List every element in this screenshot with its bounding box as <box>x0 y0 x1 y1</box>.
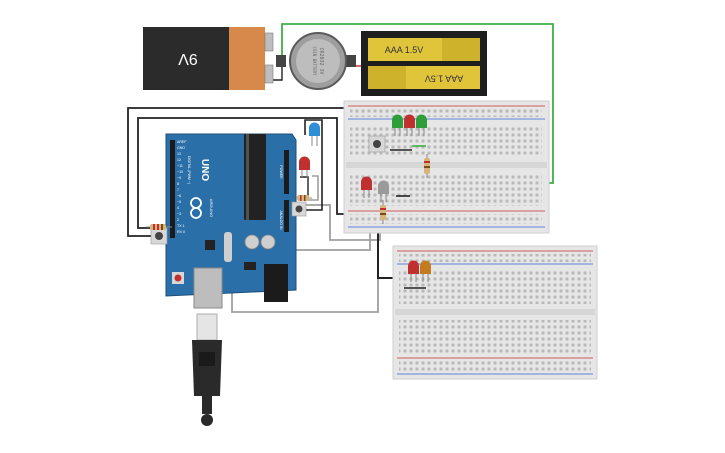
breadboard-upper[interactable] <box>343 100 550 234</box>
pin-label: 2 <box>177 218 179 222</box>
resistor-2[interactable] <box>296 195 312 201</box>
pin-label: RX 0 <box>177 230 185 234</box>
push-button-1[interactable] <box>150 227 168 245</box>
arduino-brand: ARDUINO <box>209 199 214 217</box>
pin-label: GND <box>177 146 185 150</box>
analog-header-label: ANALOG IN <box>279 210 283 230</box>
usb-port[interactable] <box>193 267 223 309</box>
pin-label: AREF <box>177 140 187 144</box>
pin-label: ~11 <box>177 164 183 168</box>
pin-label: 8 <box>177 182 179 186</box>
regulator <box>205 240 215 250</box>
led-red-4[interactable] <box>408 260 419 283</box>
aaa-cell-top-label: AAA 1.5V <box>385 45 424 55</box>
coin-cell-battery[interactable]: CR2032 3V COIN BATTERY <box>276 32 356 90</box>
coin-cell-label-2: COIN BATTERY <box>312 47 317 76</box>
black-wire-inner[interactable] <box>137 117 366 229</box>
battery-9v[interactable]: 9V <box>143 27 274 90</box>
pin-label: TX 1 <box>177 224 185 228</box>
crystal <box>224 232 232 262</box>
pin-label: 7 <box>177 188 179 192</box>
pin-label: ~10 <box>177 170 183 174</box>
capacitor-2 <box>260 234 276 250</box>
black-wire-led-red[interactable] <box>300 176 309 196</box>
aaa-cell-bottom-label: AAA 1.5V <box>425 74 464 84</box>
battery-9v-label: 9V <box>178 50 198 67</box>
pin-label: ~6 <box>177 194 181 198</box>
pin-label: 13 <box>177 152 181 156</box>
digital-header[interactable] <box>170 140 175 238</box>
arduino-logo-icon <box>190 197 202 219</box>
black-wire-btn[interactable] <box>300 119 323 211</box>
pin-label: ~9 <box>177 176 181 180</box>
led-blue[interactable] <box>309 122 320 147</box>
power-header[interactable] <box>284 150 289 194</box>
usb-cable[interactable] <box>192 313 222 426</box>
atmega-chip <box>244 134 266 220</box>
arduino-model: UNO <box>199 159 210 181</box>
breadboard-lower[interactable] <box>392 245 598 380</box>
power-header-label: POWER <box>279 165 283 179</box>
push-button-3[interactable] <box>368 135 386 153</box>
digital-header-label: DIGITAL (PWM ~) <box>187 156 191 184</box>
chip-small <box>244 262 256 270</box>
capacitor <box>244 234 260 250</box>
pin-label: ~5 <box>177 200 181 204</box>
resistor-1[interactable] <box>146 224 172 230</box>
resistor-4[interactable] <box>380 200 386 224</box>
pin-label: ~3 <box>177 212 181 216</box>
led-red-1[interactable] <box>404 114 415 137</box>
analog-header[interactable] <box>284 200 289 232</box>
push-button-2[interactable] <box>291 201 307 217</box>
led-green-1[interactable] <box>392 114 403 137</box>
arduino-uno-board[interactable]: UNO ARDUINO DIGITAL (PWM ~) POWER ANALOG… <box>165 133 297 309</box>
led-orange[interactable] <box>420 260 431 283</box>
grey-wire-btn[interactable] <box>304 175 319 201</box>
led-red-3[interactable] <box>299 156 311 179</box>
pin-label: 4 <box>177 206 179 210</box>
led-grey[interactable] <box>378 180 389 202</box>
aaa-battery-pack[interactable]: AAA 1.5V AAA 1.5V <box>361 31 487 96</box>
led-red-2[interactable] <box>361 176 372 198</box>
resistor-3[interactable] <box>424 154 430 178</box>
coin-cell-label: CR2032 3V <box>318 47 324 74</box>
digital-pin-labels: AREF GND 13 12 ~11 ~10 ~9 8 7 ~6 ~5 4 ~3 2 TX 1 RX 0 <box>177 140 187 234</box>
power-jack[interactable] <box>264 264 288 302</box>
led-green-2[interactable] <box>416 114 428 137</box>
pin-label: 12 <box>177 158 181 162</box>
